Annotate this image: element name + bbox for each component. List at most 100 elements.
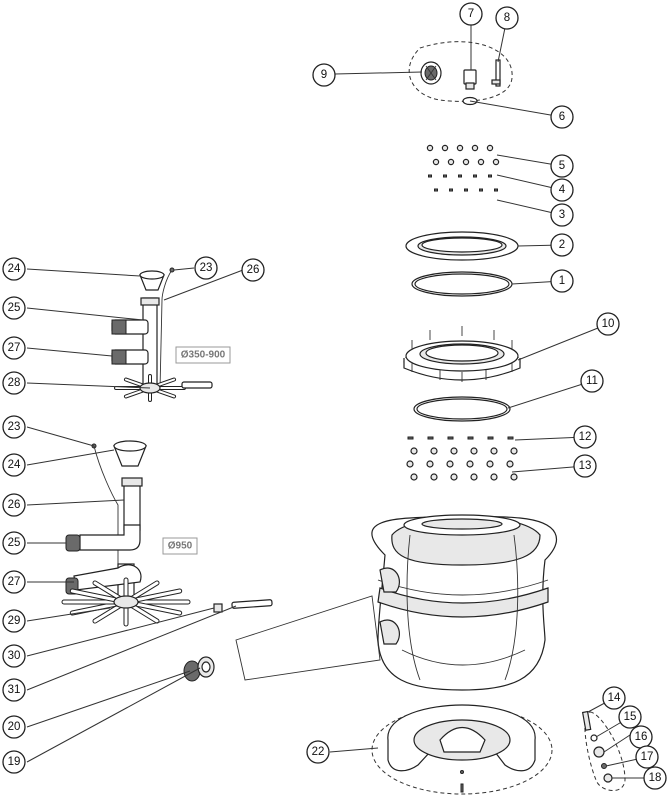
callout-12: 12 [573, 425, 597, 449]
callout-13: 13 [573, 454, 597, 478]
svg-text:16: 16 [635, 731, 648, 743]
part-2-lid-flange [405, 231, 519, 261]
svg-text:27: 27 [8, 576, 21, 588]
callout-11: 11 [580, 369, 604, 393]
svg-text:12: 12 [579, 431, 592, 443]
svg-text:24: 24 [8, 459, 21, 471]
callout-4: 4 [550, 178, 574, 202]
filter-tank [371, 514, 557, 691]
svg-text:3: 3 [559, 209, 565, 221]
callout-10: 10 [596, 312, 620, 336]
callout-15: 15 [618, 705, 642, 729]
part-17-ring [601, 763, 607, 769]
svg-text:2: 2 [559, 239, 565, 251]
callout-23b: 23 [2, 415, 26, 439]
callout-27b: 27 [2, 570, 26, 594]
lateral-assembly-small [111, 267, 213, 402]
svg-text:Ø350-900: Ø350-900 [181, 350, 226, 361]
part-16-nut [593, 746, 605, 758]
svg-text:20: 20 [8, 721, 21, 733]
callout-6: 6 [550, 105, 574, 129]
part-20-union [183, 656, 215, 682]
callout-27: 27 [2, 336, 26, 360]
svg-text:29: 29 [8, 615, 21, 627]
svg-text:5: 5 [559, 160, 565, 172]
svg-text:4: 4 [559, 184, 566, 196]
callout-19: 19 [2, 750, 26, 774]
callout-24: 24 [2, 257, 26, 281]
callout-26b: 26 [2, 493, 26, 517]
callout-31: 31 [2, 678, 26, 702]
callout-7: 7 [459, 2, 483, 26]
callout-9: 9 [312, 63, 336, 87]
svg-text:8: 8 [504, 12, 510, 24]
part-1-gasket [411, 271, 513, 297]
callout-3: 3 [550, 203, 574, 227]
callout-24b: 24 [2, 453, 26, 477]
svg-text:26: 26 [8, 499, 21, 511]
part-14-bolt [581, 710, 592, 731]
callout-25b: 25 [2, 531, 26, 555]
lateral-assembly-large [61, 440, 381, 682]
svg-text:1: 1 [559, 275, 565, 287]
svg-text:14: 14 [608, 692, 621, 704]
svg-text:Ø950: Ø950 [168, 541, 193, 552]
callout-25: 25 [2, 296, 26, 320]
callout-2: 2 [550, 233, 574, 257]
valve-group [408, 41, 513, 106]
svg-text:23: 23 [200, 262, 213, 274]
svg-text:26: 26 [247, 264, 260, 276]
callout-29: 29 [2, 609, 26, 633]
svg-text:30: 30 [8, 650, 21, 662]
svg-text:31: 31 [8, 684, 21, 696]
svg-text:22: 22 [312, 746, 325, 758]
part-11-gasket [413, 396, 511, 422]
svg-text:17: 17 [641, 751, 654, 763]
callout-16: 16 [629, 725, 653, 749]
callout-8: 8 [495, 6, 519, 30]
svg-text:25: 25 [8, 302, 21, 314]
callout-5: 5 [550, 154, 574, 178]
svg-text:18: 18 [649, 772, 662, 784]
part-22-base [371, 704, 553, 795]
callout-14: 14 [602, 686, 626, 710]
svg-text:9: 9 [321, 69, 327, 81]
size-label-small: Ø350-900 [175, 346, 231, 364]
part-9-wheel [420, 61, 442, 85]
callout-18: 18 [643, 766, 667, 790]
part-15-washer [590, 734, 598, 742]
svg-text:19: 19 [8, 756, 21, 768]
part-8-pin [491, 59, 501, 87]
part-7-fitting [463, 69, 477, 90]
callout-28: 28 [2, 371, 26, 395]
drain-assembly [581, 710, 626, 791]
svg-text:23: 23 [8, 421, 21, 433]
svg-text:13: 13 [579, 460, 592, 472]
valve-group-outline [408, 41, 513, 102]
callout-26: 26 [241, 258, 265, 282]
part-10-top-cover [403, 326, 521, 382]
svg-text:28: 28 [8, 377, 21, 389]
svg-text:15: 15 [624, 711, 637, 723]
size-label-large: Ø950 [162, 537, 198, 555]
part-18-cap [603, 773, 613, 783]
svg-text:11: 11 [586, 375, 598, 387]
callout-22: 22 [306, 740, 330, 764]
bolt-grid-top [426, 144, 500, 192]
callout-23: 23 [194, 256, 218, 280]
svg-text:27: 27 [8, 342, 21, 354]
callout-17: 17 [635, 745, 659, 769]
svg-text:6: 6 [559, 111, 565, 123]
callout-1: 1 [550, 269, 574, 293]
leader-lines [26, 16, 655, 779]
svg-text:24: 24 [8, 263, 21, 275]
svg-text:7: 7 [468, 8, 474, 20]
callout-20: 20 [2, 715, 26, 739]
svg-text:25: 25 [8, 537, 21, 549]
bolt-grid-bottom [406, 436, 518, 481]
svg-text:10: 10 [602, 318, 615, 330]
callout-30: 30 [2, 644, 26, 668]
